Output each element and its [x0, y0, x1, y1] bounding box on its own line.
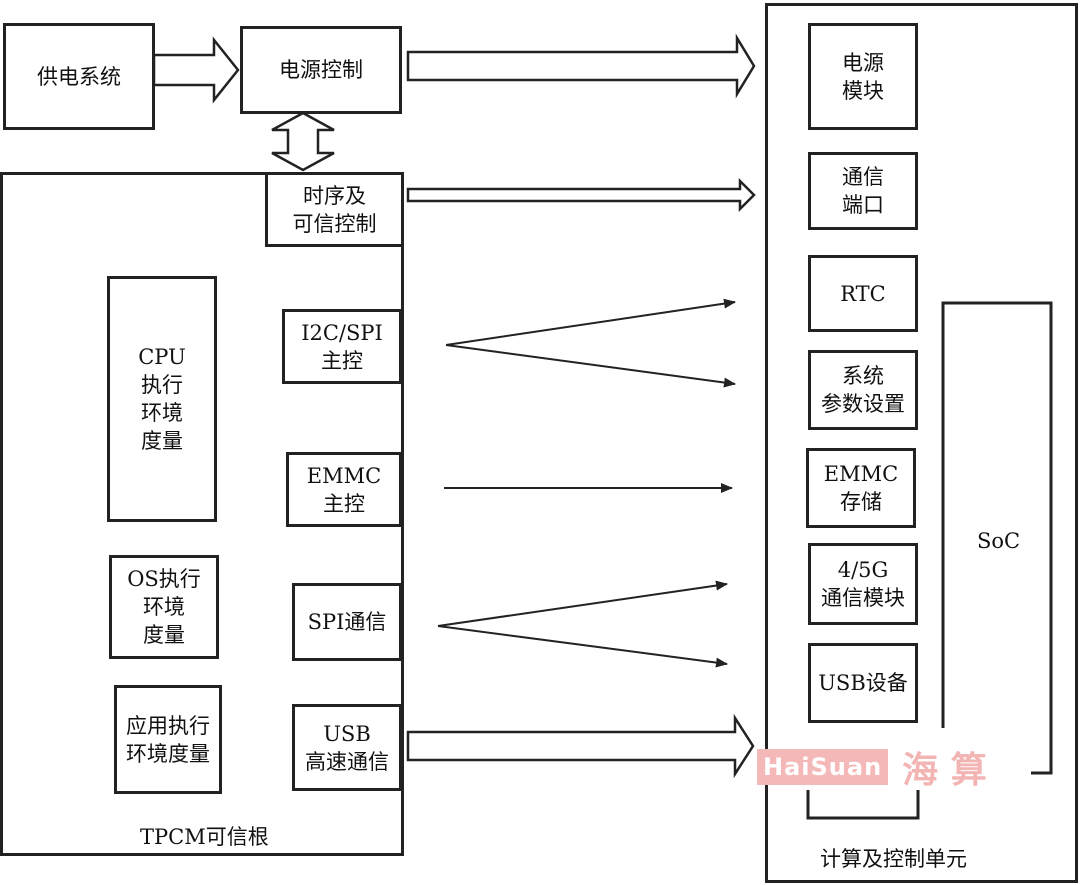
cpu-env-measure-label: CPU 执行 环境 度量 — [138, 345, 186, 453]
soc-bracket — [941, 301, 1053, 775]
compute-unit-caption: 计算及控制单元 — [820, 847, 967, 871]
power-module-label: 电源 模块 — [842, 50, 884, 103]
arrow-i2c-to-sys-params — [445, 344, 736, 388]
comm-port-label: 通信 端口 — [842, 165, 884, 217]
power-supply-box: 供电系统 — [3, 23, 155, 130]
arrow-usb-to-device — [406, 713, 755, 779]
os-env-measure-label: OS执行 环境 度量 — [127, 567, 201, 647]
arrow-i2c-to-rtc — [445, 298, 736, 346]
usb-device-label: USB设备 — [818, 671, 908, 695]
haisuan-watermark: HaiSuan 海 算 — [757, 744, 1023, 791]
usb-device-lower-frame — [806, 790, 920, 820]
sys-params-label: 系统 参数设置 — [821, 364, 905, 416]
usb-highspeed-label: USB 高速通信 — [305, 721, 389, 774]
sys-params-box: 系统 参数设置 — [808, 350, 918, 430]
arrow-power-supply-to-control — [152, 36, 240, 104]
arrow-power-control-timing-bidirectional — [271, 111, 335, 172]
app-env-measure-label: 应用执行 环境度量 — [126, 713, 210, 766]
arrow-timing-to-comm-port — [406, 177, 756, 213]
emmc-master-box: EMMC 主控 — [286, 452, 402, 527]
rtc-label: RTC — [840, 281, 886, 306]
app-env-measure-box: 应用执行 环境度量 — [114, 685, 222, 794]
emmc-storage-label: EMMC 存储 — [823, 462, 899, 514]
timing-trust-control-label: 时序及 可信控制 — [292, 183, 377, 236]
spi-comm-box: SPI通信 — [292, 583, 402, 661]
watermark-latin: HaiSuan — [757, 749, 889, 785]
rtc-box: RTC — [808, 255, 918, 332]
timing-trust-control-box: 时序及 可信控制 — [265, 172, 404, 247]
usb-device-box: USB设备 — [808, 643, 918, 723]
power-module-box: 电源 模块 — [808, 23, 918, 130]
spi-comm-label: SPI通信 — [307, 610, 387, 634]
emmc-master-label: EMMC 主控 — [306, 463, 382, 516]
power-supply-label: 供电系统 — [37, 64, 121, 89]
soc-label: SoC — [977, 529, 1021, 553]
tpcm-root-of-trust-frame — [0, 172, 404, 856]
usb-highspeed-box: USB 高速通信 — [292, 704, 402, 791]
cellular-module-box: 4/5G 通信模块 — [808, 543, 918, 625]
tpcm-caption: TPCM可信根 — [140, 825, 269, 849]
compute-control-unit-frame — [765, 3, 1078, 883]
cpu-env-measure-box: CPU 执行 环境 度量 — [107, 276, 217, 522]
cellular-module-label: 4/5G 通信模块 — [821, 558, 905, 610]
watermark-cjk: 海 算 — [902, 749, 987, 791]
emmc-storage-box: EMMC 存储 — [806, 448, 916, 528]
arrow-spi-to-cellular-lower — [437, 625, 728, 668]
power-control-box: 电源控制 — [240, 26, 402, 114]
os-env-measure-box: OS执行 环境 度量 — [109, 555, 219, 659]
arrow-spi-to-cellular-upper — [437, 580, 728, 627]
comm-port-box: 通信 端口 — [808, 152, 918, 230]
i2c-spi-master-box: I2C/SPI 主控 — [282, 309, 402, 384]
i2c-spi-master-label: I2C/SPI 主控 — [301, 320, 383, 373]
arrow-power-control-to-module — [406, 33, 756, 99]
power-control-label: 电源控制 — [279, 58, 363, 82]
